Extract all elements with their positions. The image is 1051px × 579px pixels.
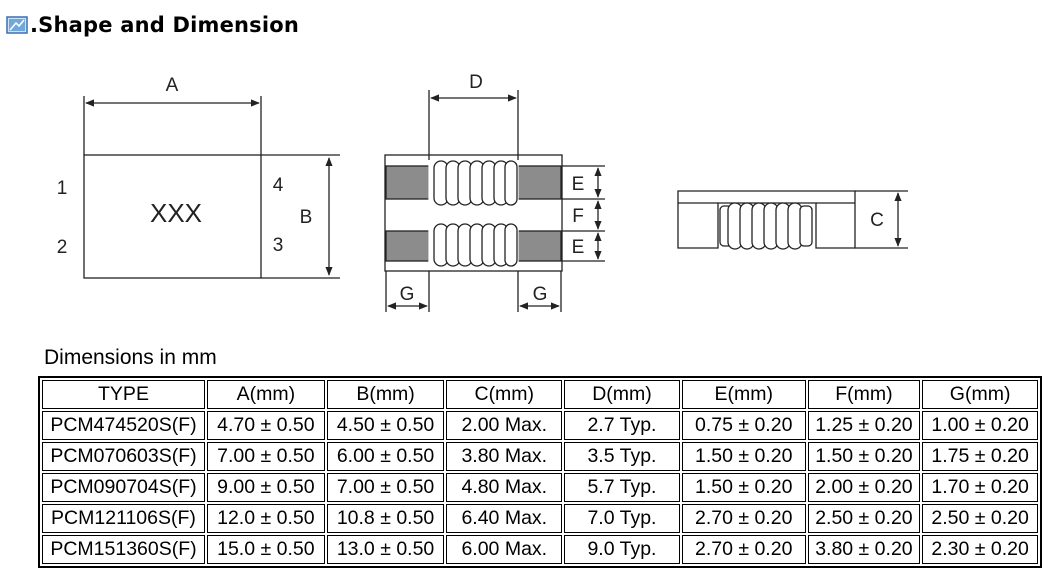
label-d: D — [469, 72, 483, 93]
cell-d: 9.0 Typ. — [564, 535, 680, 564]
cell-b: 4.50 ± 0.50 — [326, 411, 445, 440]
table-row: PCM070603S(F) 7.00 ± 0.50 6.00 ± 0.50 3.… — [42, 442, 1038, 471]
column-header-c: C(mm) — [446, 380, 563, 409]
coil-winding-side — [719, 202, 813, 250]
bottom-view-dimensions — [385, 90, 605, 312]
cell-a: 4.70 ± 0.50 — [206, 411, 325, 440]
terminal-pad — [517, 230, 562, 262]
table-header-row: TYPE A(mm) B(mm) C(mm) D(mm) E(mm) F(mm)… — [42, 380, 1038, 409]
cell-type: PCM090704S(F) — [42, 473, 205, 502]
dimension-drawing: A B XXX 1 2 4 3 — [57, 72, 908, 312]
cell-g: 1.75 ± 0.20 — [922, 442, 1038, 471]
cell-e: 0.75 ± 0.20 — [681, 411, 806, 440]
label-e-upper: E — [572, 174, 585, 195]
cell-c: 6.00 Max. — [446, 535, 563, 564]
column-header-type: TYPE — [42, 380, 205, 409]
cell-f: 3.80 ± 0.20 — [807, 535, 921, 564]
cell-e: 2.70 ± 0.20 — [681, 504, 806, 533]
cell-b: 10.8 ± 0.50 — [326, 504, 445, 533]
cell-c: 4.80 Max. — [446, 473, 563, 502]
dimensions-table: TYPE A(mm) B(mm) C(mm) D(mm) E(mm) F(mm)… — [38, 376, 1042, 568]
terminal-pad — [385, 165, 430, 200]
cell-type: PCM121106S(F) — [42, 504, 205, 533]
pin-2-label: 2 — [57, 237, 68, 258]
table-caption: Dimensions in mm — [44, 346, 217, 369]
label-e-lower: E — [572, 237, 585, 258]
cell-a: 9.00 ± 0.50 — [206, 473, 325, 502]
column-header-d: D(mm) — [564, 380, 680, 409]
top-view — [83, 96, 340, 279]
cell-e: 1.50 ± 0.20 — [681, 473, 806, 502]
cell-d: 3.5 Typ. — [564, 442, 680, 471]
column-header-f: F(mm) — [807, 380, 921, 409]
table-row: PCM121106S(F) 12.0 ± 0.50 10.8 ± 0.50 6.… — [42, 504, 1038, 533]
label-g-left: G — [400, 284, 415, 305]
cell-b: 7.00 ± 0.50 — [326, 473, 445, 502]
cell-f: 2.50 ± 0.20 — [807, 504, 921, 533]
table-row: PCM151360S(F) 15.0 ± 0.50 13.0 ± 0.50 6.… — [42, 535, 1038, 564]
column-header-e: E(mm) — [681, 380, 806, 409]
table-row: PCM474520S(F) 4.70 ± 0.50 4.50 ± 0.50 2.… — [42, 411, 1038, 440]
pin-1-label: 1 — [57, 178, 68, 199]
cell-d: 5.7 Typ. — [564, 473, 680, 502]
terminal-pad — [385, 230, 430, 262]
label-b: B — [300, 207, 313, 228]
document-icon — [6, 16, 28, 34]
cell-b: 13.0 ± 0.50 — [326, 535, 445, 564]
cell-c: 2.00 Max. — [446, 411, 563, 440]
label-f: F — [572, 206, 584, 227]
cell-a: 12.0 ± 0.50 — [206, 504, 325, 533]
cell-f: 1.25 ± 0.20 — [807, 411, 921, 440]
cell-g: 2.50 ± 0.20 — [922, 504, 1038, 533]
cell-type: PCM474520S(F) — [42, 411, 205, 440]
cell-f: 2.00 ± 0.20 — [807, 473, 921, 502]
cell-d: 7.0 Typ. — [564, 504, 680, 533]
cell-f: 1.50 ± 0.20 — [807, 442, 921, 471]
cell-g: 1.00 ± 0.20 — [922, 411, 1038, 440]
component-body-top-view — [83, 154, 262, 279]
cell-g: 1.70 ± 0.20 — [922, 473, 1038, 502]
side-view — [677, 190, 908, 249]
table-row: PCM090704S(F) 9.00 ± 0.50 7.00 ± 0.50 4.… — [42, 473, 1038, 502]
cell-a: 15.0 ± 0.50 — [206, 535, 325, 564]
component-body-bottom-view — [384, 154, 563, 272]
column-header-g: G(mm) — [922, 380, 1038, 409]
cell-e: 1.50 ± 0.20 — [681, 442, 806, 471]
column-header-b: B(mm) — [326, 380, 445, 409]
column-header-a: A(mm) — [206, 380, 325, 409]
cell-type: PCM070603S(F) — [42, 442, 205, 471]
terminal-pad — [517, 165, 562, 200]
cell-c: 3.80 Max. — [446, 442, 563, 471]
label-c: C — [870, 210, 884, 231]
marking-text: XXX — [150, 198, 202, 228]
cell-g: 2.30 ± 0.20 — [922, 535, 1038, 564]
pin-3-label: 3 — [273, 235, 284, 256]
coil-winding-lower — [433, 223, 518, 267]
label-a: A — [166, 75, 179, 96]
cell-c: 6.40 Max. — [446, 504, 563, 533]
section-heading: .Shape and Dimension — [6, 8, 299, 42]
pin-4-label: 4 — [273, 175, 284, 196]
cell-e: 2.70 ± 0.20 — [681, 535, 806, 564]
cell-type: PCM151360S(F) — [42, 535, 205, 564]
cell-a: 7.00 ± 0.50 — [206, 442, 325, 471]
section-title: .Shape and Dimension — [30, 13, 300, 37]
coil-winding-upper — [433, 160, 518, 206]
cell-b: 6.00 ± 0.50 — [326, 442, 445, 471]
label-g-right: G — [533, 284, 548, 305]
cell-d: 2.7 Typ. — [564, 411, 680, 440]
